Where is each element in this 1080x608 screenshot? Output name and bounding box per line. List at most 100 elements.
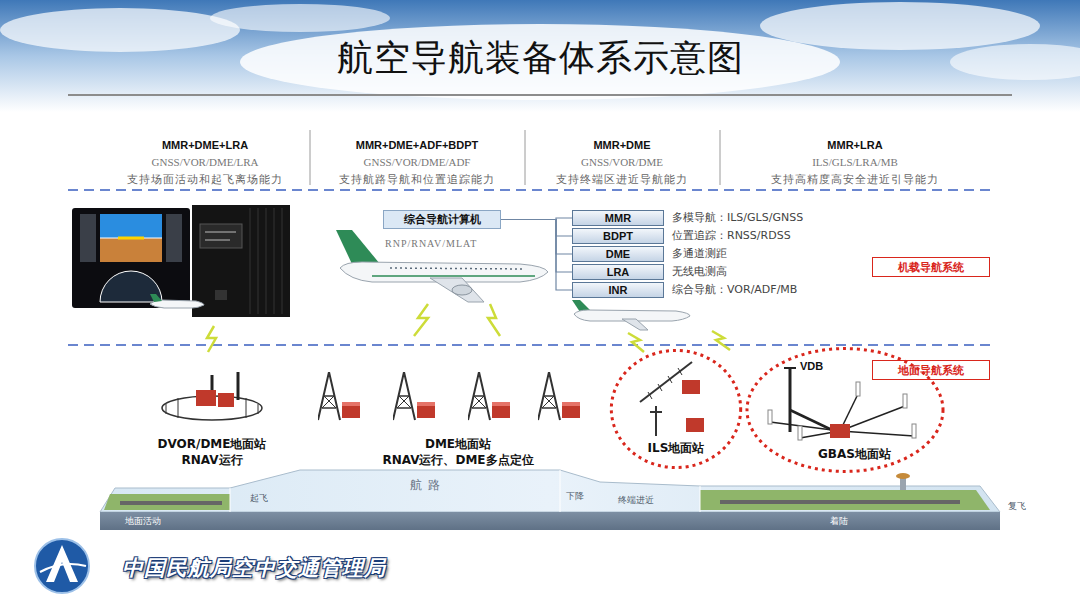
column-heading: MMR+DME [422, 139, 822, 151]
column-heading: MMR+DME+ADF+BDPT [217, 139, 617, 151]
dashed-ellipse-outline [747, 349, 943, 472]
stripe [372, 275, 535, 277]
equipment-note: 位置追踪：RNSS/RDSS [672, 228, 791, 244]
compass-arc [100, 271, 162, 302]
ground-attitude [100, 238, 162, 262]
fin [282, 208, 283, 314]
connector [215, 290, 227, 300]
station-ellipse: GBAS地面站 [745, 346, 945, 474]
wing [430, 278, 484, 302]
runway [120, 501, 222, 505]
signal-list: GNSS/VOR/DME/LRA [5, 156, 405, 168]
equipment-shelter [830, 424, 850, 438]
node-text: GBAS地面站 [818, 446, 891, 463]
column-divider [720, 130, 721, 185]
title-rule [68, 94, 1012, 96]
tree-connector [501, 220, 572, 255]
altitude-tape [166, 214, 182, 262]
station-ellipse: ILS地面站 [610, 348, 742, 470]
glide-slope-mast [655, 406, 657, 436]
station-label: RNAV运行 [12, 452, 412, 469]
phase-label: 航路 [410, 477, 446, 494]
speed-tape [80, 214, 96, 262]
unit-body [192, 205, 290, 317]
system-tag: 机载导航系统 [872, 257, 990, 277]
node-text: MMR [605, 212, 631, 224]
signal-bolt [488, 304, 500, 336]
equipment-shelter [686, 418, 704, 432]
flight-phase-strip [100, 470, 1000, 530]
column-heading: MMR+LRA [655, 139, 1055, 151]
cloud [950, 44, 1080, 80]
horizon-line [100, 238, 162, 239]
dvor-station [162, 372, 262, 420]
node-text: BDPT [603, 230, 633, 242]
dashed-divider [68, 189, 990, 191]
equipment-note: 多通道测距 [672, 246, 727, 262]
signal-bolt [628, 333, 644, 352]
vdb-mast [789, 368, 792, 432]
runway [720, 500, 960, 504]
reference-antenna [798, 426, 802, 440]
array-tick [648, 392, 652, 399]
logo-disc [35, 539, 89, 593]
array-tick [658, 384, 662, 391]
phase-divider [700, 486, 701, 512]
phase-label: 地面活动 [125, 515, 161, 528]
mast-bar [650, 411, 662, 413]
small-airliner [150, 294, 204, 308]
equipment-shelter [682, 380, 700, 394]
equipment-note: 综合导航：VOR/ADF/MB [672, 282, 797, 298]
post [258, 404, 259, 414]
capability-note: 支持终端区进近导航能力 [422, 172, 822, 187]
tail-fin [150, 294, 162, 302]
column-heading: MMR+DME+LRA [5, 139, 405, 151]
equipment-shelter [218, 393, 234, 407]
reference-antenna [903, 394, 907, 408]
phase-label: 下降 [566, 490, 584, 503]
phase-label: 复飞 [1008, 500, 1026, 513]
node-text: ILS地面站 [610, 440, 742, 457]
strip-face [100, 512, 1000, 530]
signal-list: GNSS/VOR/DME/ADF [217, 156, 617, 168]
signal-bolt [414, 304, 428, 336]
equipment-box: INR [572, 282, 664, 298]
column-divider [310, 130, 311, 185]
station-label: RNAV运行、DME多点定位 [258, 452, 658, 469]
post [246, 398, 247, 418]
signal-bolt [207, 326, 216, 352]
phase-divider [230, 488, 231, 512]
feed-line [770, 422, 840, 431]
sky-attitude [100, 214, 162, 238]
function-label: RNP/RNAV/MLAT [385, 238, 477, 249]
mast-bar [784, 367, 796, 369]
logo-swoosh [40, 564, 86, 572]
array-tick [668, 376, 672, 383]
fin [266, 208, 267, 314]
node-text: 综合导航计算机 [404, 212, 481, 227]
phase-label: 起飞 [250, 492, 268, 505]
system-tag: 地面导航系统 [872, 360, 990, 380]
plate-mark [205, 232, 236, 233]
post [178, 398, 179, 418]
airport-area [104, 494, 230, 510]
tree-connector [501, 220, 572, 237]
phase-label: 着陆 [830, 515, 848, 528]
reference-antenna [768, 410, 772, 424]
node-text: DME [606, 248, 630, 260]
equipment-box: MMR [572, 210, 664, 226]
post [166, 404, 167, 414]
signal-list: GNSS/VOR/DME [422, 156, 822, 168]
aircraft-symbol [118, 237, 144, 240]
strip-top [100, 470, 1000, 512]
sky-band [0, 0, 1080, 112]
cloud [760, 2, 1040, 50]
tail-fin [336, 230, 380, 264]
fin [258, 208, 259, 314]
front-plate [200, 224, 242, 248]
phase-divider [560, 470, 561, 512]
receiver-unit [192, 205, 290, 317]
